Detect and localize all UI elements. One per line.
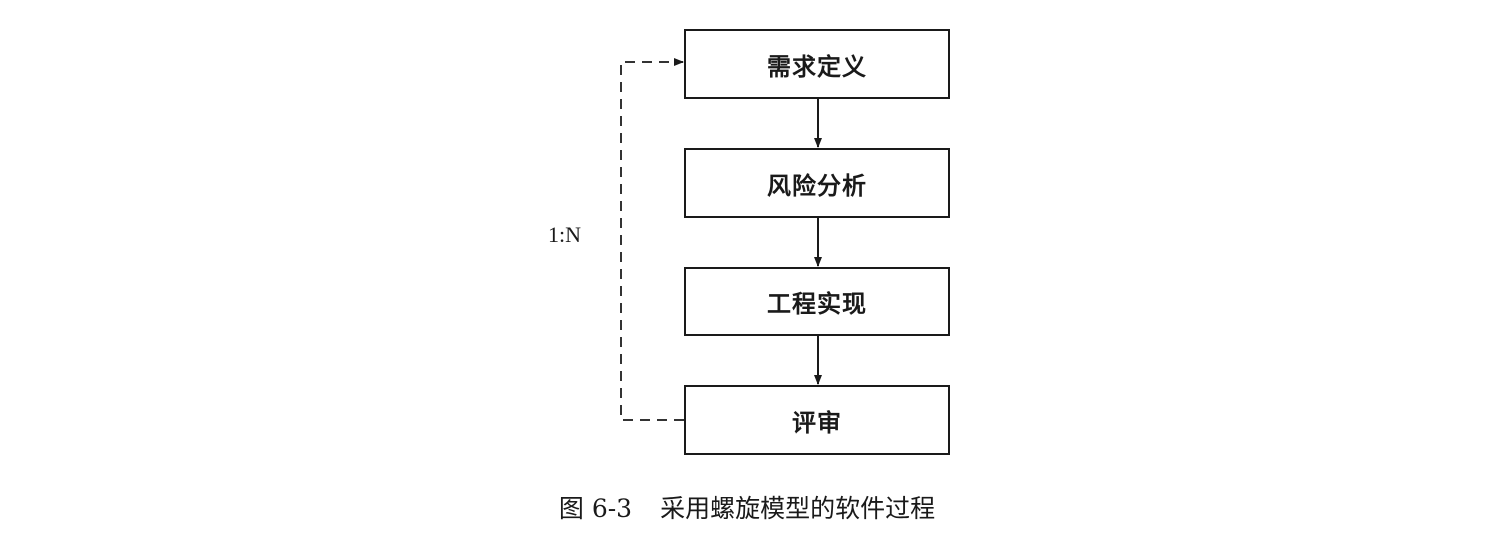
step-label: 需求定义	[767, 52, 867, 81]
loop-iteration-label: 1:N	[548, 222, 581, 247]
step-requirements-definition: 需求定义	[684, 29, 950, 99]
feedback-loop-arrow	[620, 58, 684, 421]
figure-number: 图 6-3	[558, 494, 633, 523]
step-engineering-implementation: 工程实现	[684, 267, 950, 336]
step-review: 评审	[684, 385, 950, 455]
step-risk-analysis: 风险分析	[684, 148, 950, 218]
step-label: 风险分析	[767, 171, 867, 200]
step-label: 评审	[792, 408, 842, 437]
figure-caption: 图 6-3 采用螺旋模型的软件过程	[0, 489, 1494, 525]
figure-title: 采用螺旋模型的软件过程	[660, 494, 936, 523]
step-label: 工程实现	[767, 290, 867, 318]
